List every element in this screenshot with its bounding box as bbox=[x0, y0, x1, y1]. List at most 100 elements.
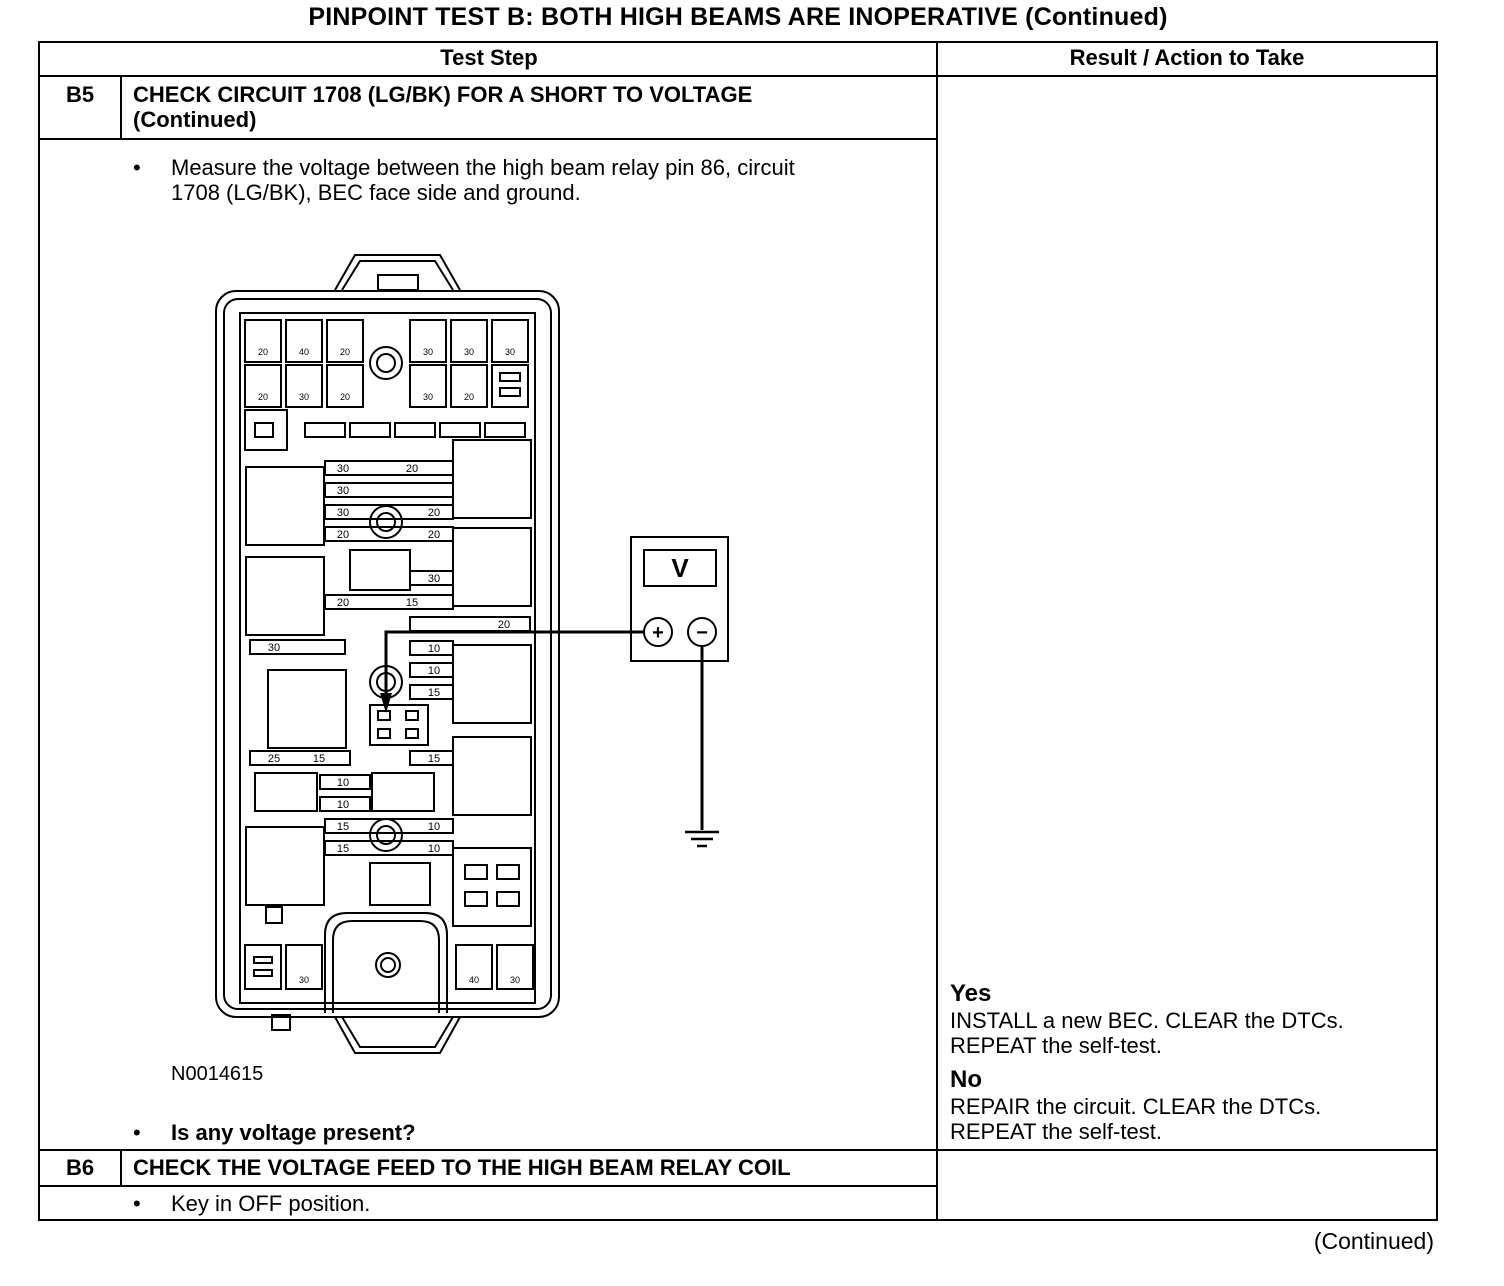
fuse-rating: 10 bbox=[337, 799, 349, 811]
page-title: PINPOINT TEST B: BOTH HIGH BEAMS ARE INO… bbox=[308, 3, 1168, 31]
positive-lead bbox=[384, 630, 644, 700]
test-table bbox=[38, 41, 1438, 1221]
bullet-dot: • bbox=[133, 1191, 141, 1216]
fuse-rating: 10 bbox=[337, 777, 349, 789]
fuse-rating: 15 bbox=[428, 753, 440, 765]
fuse-rating: 10 bbox=[428, 821, 440, 833]
fuse-rating: 20 bbox=[406, 463, 418, 475]
step-heading-b5: CHECK CIRCUIT 1708 (LG/BK) FOR A SHORT T… bbox=[133, 82, 933, 132]
fuse-rating: 30 bbox=[464, 347, 474, 357]
continued-label: (Continued) bbox=[1313, 1228, 1434, 1254]
fuse-rating: 20 bbox=[258, 392, 268, 402]
fuse-rating: 30 bbox=[299, 392, 309, 402]
mini-fuse-rows bbox=[249, 460, 531, 856]
fuse-rating: 30 bbox=[337, 507, 349, 519]
fuse-rating: 30 bbox=[299, 975, 309, 985]
table-top-border bbox=[38, 41, 1438, 43]
no-label: No bbox=[950, 1066, 982, 1093]
step-number-b6: B6 bbox=[65, 1155, 95, 1180]
bec-lower-connector-housing bbox=[324, 912, 448, 1013]
table-bottom-border bbox=[38, 1219, 1438, 1221]
fuse-rating: 15 bbox=[337, 843, 349, 855]
fuse-rating: 15 bbox=[313, 753, 325, 765]
meter-leads bbox=[384, 630, 704, 830]
step-heading-b5-line1: CHECK CIRCUIT 1708 (LG/BK) FOR A SHORT T… bbox=[133, 82, 753, 107]
column-divider bbox=[936, 41, 938, 1221]
mini-fuse-block-top bbox=[244, 319, 529, 408]
fuse-rating: 20 bbox=[498, 619, 510, 631]
jcase-fuse-strip bbox=[304, 422, 526, 438]
yes-action-line1: INSTALL a new BEC. CLEAR the DTCs. bbox=[950, 1008, 1344, 1033]
fuse-rating: 30 bbox=[423, 347, 433, 357]
probe-tip bbox=[380, 693, 392, 713]
table-right-border bbox=[1436, 41, 1438, 1221]
fuse-rating: 30 bbox=[510, 975, 520, 985]
fuse-rating: 25 bbox=[268, 753, 280, 765]
step-heading-b6: CHECK THE VOLTAGE FEED TO THE HIGH BEAM … bbox=[133, 1155, 791, 1180]
fuse-rating: 30 bbox=[428, 573, 440, 585]
bullet-dot: • bbox=[133, 1120, 141, 1145]
bec-top-tab bbox=[334, 254, 461, 291]
fuse-rating: 10 bbox=[428, 843, 440, 855]
b6-heading-divider bbox=[38, 1185, 938, 1187]
fuse-rating: 30 bbox=[337, 463, 349, 475]
result-yes: Yes INSTALL a new BEC. CLEAR the DTCs. R… bbox=[950, 980, 1430, 1058]
fuse-rating: 15 bbox=[428, 687, 440, 699]
fuse-rating: 20 bbox=[337, 597, 349, 609]
meter-voltage-symbol: V bbox=[671, 553, 689, 583]
instruction-line2: 1708 (LG/BK), BEC face side and ground. bbox=[171, 180, 581, 205]
meter-minus-label: − bbox=[696, 622, 708, 644]
result-no: No REPAIR the circuit. CLEAR the DTCs. R… bbox=[950, 1066, 1430, 1144]
instruction-measure-voltage: Measure the voltage between the high bea… bbox=[171, 155, 931, 205]
header-test-step: Test Step bbox=[440, 45, 538, 70]
fuse-rating: 30 bbox=[268, 642, 280, 654]
fuse-ratings-mid: 30 20 30 30 20 20 20 30 20 15 20 30 10 1… bbox=[268, 463, 510, 855]
step-col-divider-b6 bbox=[120, 1149, 122, 1186]
no-action-line1: REPAIR the circuit. CLEAR the DTCs. bbox=[950, 1094, 1322, 1119]
fuse-rating: 40 bbox=[469, 975, 479, 985]
multimeter-display bbox=[643, 549, 717, 587]
fuse-rating: 40 bbox=[299, 347, 309, 357]
step-col-divider-b5 bbox=[120, 75, 122, 139]
step-heading-b5-line2: (Continued) bbox=[133, 107, 257, 132]
step-number-b5: B5 bbox=[65, 82, 95, 107]
fuse-rating: 15 bbox=[337, 821, 349, 833]
multimeter bbox=[630, 536, 729, 662]
mounting-bolt-middle bbox=[369, 505, 403, 539]
b5-heading-divider bbox=[38, 138, 938, 140]
fuse-ratings-bottom: 30 40 30 bbox=[299, 975, 520, 985]
fuse-ratings-top: 20 40 20 30 30 30 20 30 20 30 20 bbox=[258, 347, 515, 402]
fuse-rating: 10 bbox=[428, 643, 440, 655]
fuse-rating: 15 bbox=[406, 597, 418, 609]
table-left-border bbox=[38, 41, 40, 1221]
fuse-rating: 20 bbox=[464, 392, 474, 402]
fuse-rating: 20 bbox=[258, 347, 268, 357]
yes-action-line2: REPEAT the self-test. bbox=[950, 1033, 1162, 1058]
mounting-bolt-top bbox=[369, 346, 403, 380]
yes-label: Yes bbox=[950, 980, 992, 1007]
fuse-rating: 10 bbox=[428, 665, 440, 677]
instruction-line1: Measure the voltage between the high bea… bbox=[171, 155, 795, 180]
header-result-action: Result / Action to Take bbox=[1069, 45, 1305, 70]
fuse-rating: 20 bbox=[340, 347, 350, 357]
instruction-key-off: Key in OFF position. bbox=[171, 1191, 371, 1216]
bec-housing bbox=[215, 290, 560, 1018]
bec-bottom-tab bbox=[334, 1016, 461, 1054]
meter-plus-label: + bbox=[652, 622, 664, 644]
ground-symbol bbox=[685, 830, 719, 848]
row-divider-b6 bbox=[38, 1149, 1438, 1151]
bullet-dot: • bbox=[133, 155, 141, 180]
figure-id: N0014615 bbox=[171, 1063, 264, 1085]
mounting-bolt-lower bbox=[369, 818, 403, 852]
fuse-rating: 30 bbox=[423, 392, 433, 402]
high-beam-relay-socket bbox=[369, 704, 429, 746]
fuse-rating: 20 bbox=[428, 529, 440, 541]
bec-voltage-measurement-diagram: V + − 20 40 20 30 30 30 20 30 20 30 20 3… bbox=[215, 254, 729, 1054]
no-action-line2: REPEAT the self-test. bbox=[950, 1119, 1162, 1144]
header-divider bbox=[38, 75, 1438, 77]
question-voltage-present: Is any voltage present? bbox=[171, 1120, 416, 1145]
fuse-rating: 20 bbox=[337, 529, 349, 541]
fuse-rating: 20 bbox=[340, 392, 350, 402]
fuse-rating: 30 bbox=[505, 347, 515, 357]
fuse-rating: 30 bbox=[337, 485, 349, 497]
